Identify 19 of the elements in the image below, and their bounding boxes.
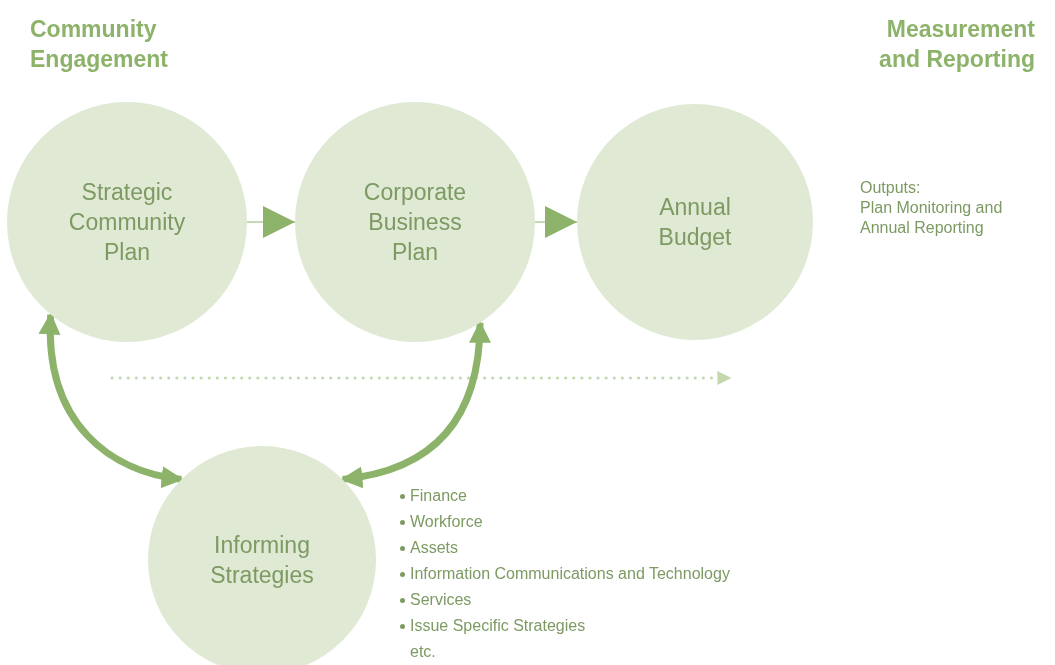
list-item: Assets: [410, 539, 458, 556]
list-item: Workforce: [410, 513, 483, 530]
note-text: etc.: [410, 643, 436, 660]
output-text: Plan Monitoring and Annual Reporting: [860, 198, 1004, 238]
node-label: Corporate Business Plan: [362, 178, 468, 267]
section-heading: Community Engagement: [30, 15, 170, 74]
node-label: Informing Strategies: [209, 531, 315, 590]
node-label: Strategic Community Plan: [67, 178, 187, 267]
arrow: [534, 206, 578, 238]
arrow: [246, 206, 296, 238]
node-label: Annual Budget: [657, 193, 733, 252]
list-item: Services: [410, 591, 472, 608]
list-item: Issue Specific Strategies: [410, 617, 586, 634]
arrow: [39, 312, 184, 488]
section-heading: Measurement and Reporting: [878, 15, 1035, 74]
list-item: Information Communications and Technology: [410, 565, 730, 582]
output-heading: Outputs:: [860, 178, 922, 198]
arrow: [340, 320, 491, 488]
list-item: Finance: [410, 487, 467, 504]
